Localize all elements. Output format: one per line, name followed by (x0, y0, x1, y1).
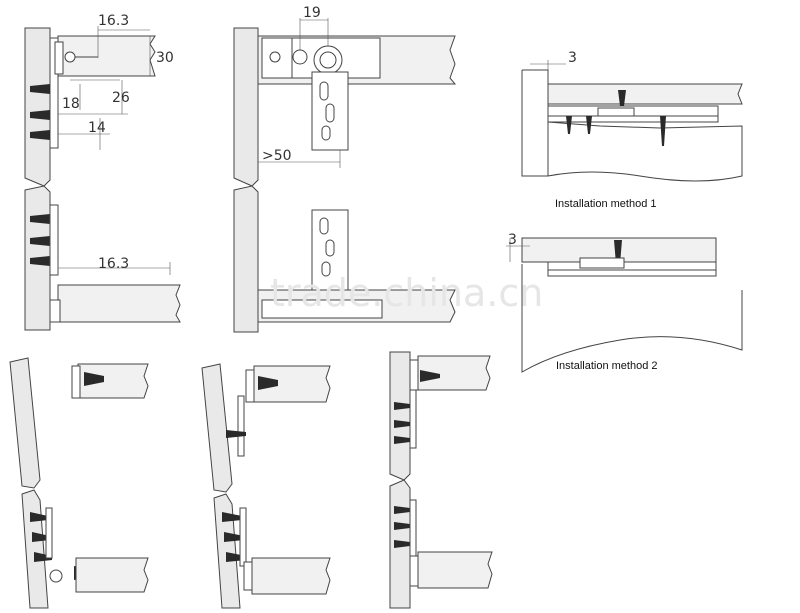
dim-3-method-1: 3 (568, 50, 577, 66)
watermark-text: trade.china.cn (270, 271, 543, 315)
dim-14: 14 (88, 120, 106, 136)
front-view-bracket-drawing: 19 >50 (233, 5, 457, 333)
caption-method-1: Installation method 1 (555, 198, 657, 210)
caption-method-2: Installation method 2 (556, 360, 658, 372)
dim-16-3-top: 16.3 (98, 13, 129, 29)
dim-18: 18 (62, 96, 80, 112)
dim-30: 30 (156, 50, 174, 66)
dim-3-method-2: 3 (508, 232, 517, 248)
dim-19: 19 (303, 5, 321, 21)
dim-16-3-bottom: 16.3 (98, 256, 129, 272)
assembly-step-2-drawing (201, 363, 331, 609)
installation-method-2-drawing: 3 Installation method 2 (506, 232, 743, 373)
assembly-step-3-drawing (389, 351, 493, 609)
dim-26: 26 (112, 90, 130, 106)
dim-greater-50: >50 (262, 148, 292, 164)
assembly-step-1-drawing (9, 357, 149, 609)
side-view-dimension-drawing: 16.3 30 18 26 14 16.3 (24, 13, 181, 331)
installation-method-1-drawing: 3 Installation method 1 (521, 50, 743, 210)
